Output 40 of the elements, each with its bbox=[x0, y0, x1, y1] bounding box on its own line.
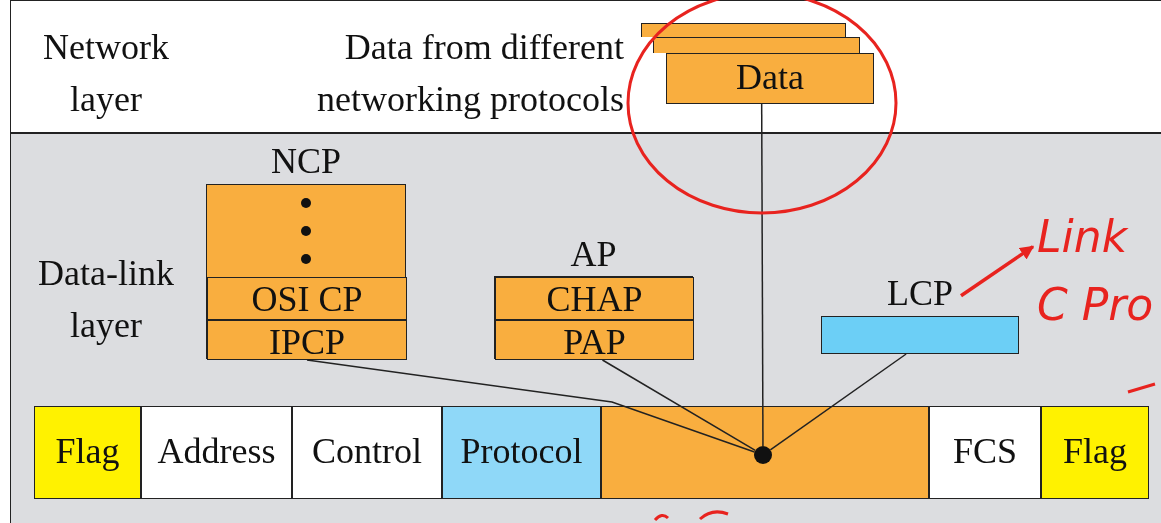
frame-field bbox=[929, 406, 1041, 499]
data-card bbox=[653, 37, 860, 53]
connector-line bbox=[769, 353, 907, 451]
field-label: FCS bbox=[951, 433, 1019, 471]
frame-field bbox=[442, 406, 601, 499]
connector-line bbox=[601, 359, 756, 452]
field-label: OSI CP bbox=[250, 281, 364, 319]
protocol-cell bbox=[207, 320, 407, 360]
field-label: Data bbox=[735, 59, 805, 97]
stack-heading: LCP bbox=[887, 275, 953, 313]
field-label: Flag bbox=[54, 433, 121, 471]
protocol-cell bbox=[207, 277, 407, 320]
frame-field bbox=[34, 406, 141, 499]
band-note: Data from different networking protocols bbox=[316, 26, 624, 122]
field-label: Protocol bbox=[459, 433, 584, 471]
field-label: IPCP bbox=[267, 324, 346, 362]
connector-line bbox=[760, 103, 764, 447]
protocol-cell bbox=[495, 277, 694, 320]
field-label: CHAP bbox=[545, 281, 644, 319]
frame-field bbox=[141, 406, 292, 499]
field-label: Address bbox=[156, 433, 277, 471]
field-label: PAP bbox=[562, 324, 627, 362]
data-card bbox=[641, 23, 846, 37]
layer-band bbox=[10, 0, 1161, 133]
field-label: Flag bbox=[1062, 433, 1128, 471]
handwritten-note: Link C Pro bbox=[1037, 210, 1155, 333]
layer-label: Network layer bbox=[42, 26, 170, 122]
stack-heading: NCP bbox=[271, 143, 341, 181]
frame-field bbox=[292, 406, 442, 499]
frame-field bbox=[601, 406, 929, 499]
stack-heading: AP bbox=[570, 236, 617, 274]
frame-field bbox=[1041, 406, 1149, 499]
junction-dot bbox=[754, 446, 772, 464]
protocol-cell bbox=[495, 320, 694, 360]
field-label: Control bbox=[311, 433, 423, 471]
layer-label: Data-link layer bbox=[37, 252, 175, 348]
layer-band bbox=[10, 133, 1161, 523]
connector-line bbox=[306, 359, 756, 453]
data-card bbox=[666, 53, 874, 104]
annotation-arrow bbox=[960, 245, 1035, 298]
